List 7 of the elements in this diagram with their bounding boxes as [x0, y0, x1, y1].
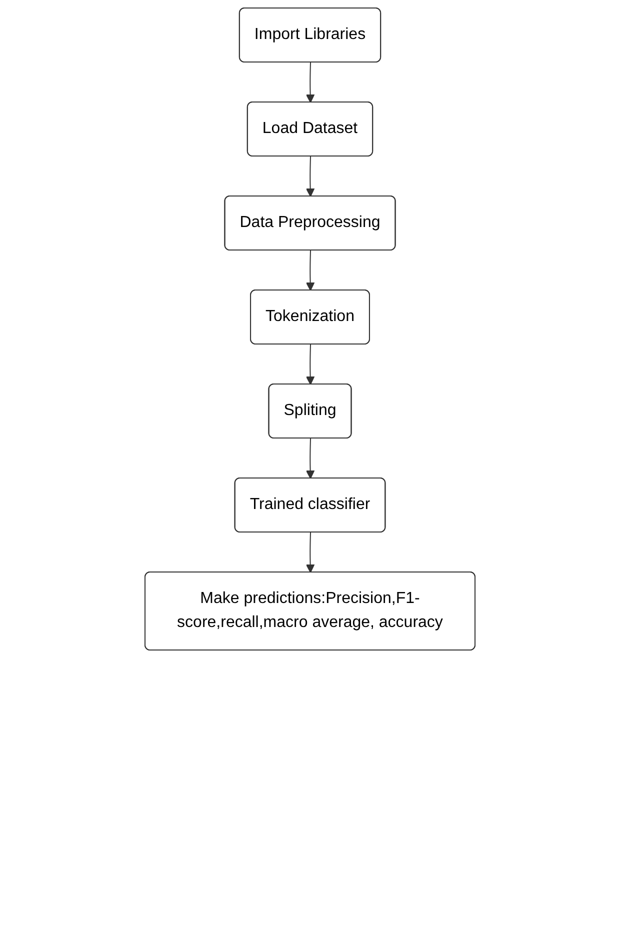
arrow	[306, 532, 315, 573]
arrow	[306, 438, 315, 479]
arrow	[306, 62, 315, 103]
arrow	[306, 156, 315, 197]
arrow	[306, 250, 315, 291]
node-text: Make predictions:Precision,F1-score,recall,macro average, accuracy	[177, 590, 443, 631]
arrow	[306, 344, 315, 385]
